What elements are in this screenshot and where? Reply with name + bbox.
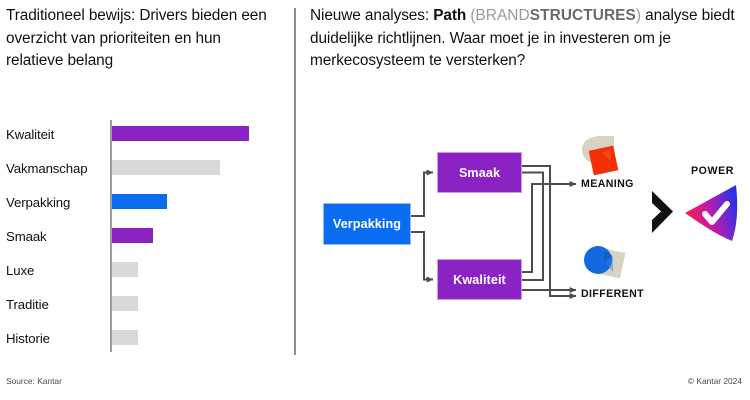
chart-axis-line [110, 120, 112, 352]
chart-row: Historie [0, 324, 290, 358]
right-panel-heading: Nieuwe analyses: Path (BRANDSTRUCTURES) … [310, 5, 746, 73]
meaning-label: MEANING [581, 178, 634, 190]
diagram-node-kwaliteit[interactable]: Kwaliteit [437, 259, 522, 300]
slide-footer: Source: Kantar © Kantar 2024 [0, 376, 750, 392]
chart-row: Kwaliteit [0, 120, 290, 154]
chart-category-label: Vakmanschap [6, 161, 88, 176]
source-text: Source: Kantar [6, 376, 62, 386]
power-check-icon [685, 185, 738, 241]
heading-run-tail: analyse biedt duidelijke richtlijnen. Wa… [310, 7, 735, 69]
chart-bar [112, 126, 249, 141]
diagram-node-verpakking[interactable]: Verpakking [323, 203, 411, 245]
heading-run-paren-close: ) [635, 7, 641, 24]
chart-bar [112, 194, 167, 209]
meaning-icon [582, 136, 619, 176]
chart-category-label: Smaak [6, 229, 47, 244]
chart-row: Vakmanschap [0, 154, 290, 188]
chevron-right-icon [652, 191, 673, 233]
heading-run-path: Path [433, 7, 467, 24]
chart-bar [112, 262, 139, 277]
chart-row: Luxe [0, 256, 290, 290]
heading-run-structures: STRUCTURES [529, 7, 636, 24]
chart-category-label: Historie [6, 331, 50, 346]
heading-run-paren-open: ( [466, 7, 476, 24]
diagram-node-smaak[interactable]: Smaak [437, 152, 522, 193]
chart-category-label: Traditie [6, 297, 49, 312]
chart-bar [112, 296, 139, 311]
chart-row: Smaak [0, 222, 290, 256]
power-label: POWER [691, 165, 735, 177]
chart-bar [112, 160, 221, 175]
different-icon [584, 246, 626, 279]
chart-category-label: Verpakking [6, 195, 71, 210]
copyright-text: © Kantar 2024 [687, 376, 742, 386]
chart-category-label: Luxe [6, 263, 35, 278]
chart-row: Traditie [0, 290, 290, 324]
chart-row: Verpakking [0, 188, 290, 222]
path-analysis-diagram: Verpakking Smaak Kwaliteit MEANING DIFFE… [300, 120, 750, 360]
panel-divider [294, 8, 296, 355]
chart-bar [112, 228, 154, 243]
different-label: DIFFERENT [581, 288, 645, 300]
diagram-connectors [411, 165, 577, 299]
chart-category-label: Kwaliteit [6, 127, 55, 142]
heading-run-intro: Nieuwe analyses: [310, 7, 434, 24]
chart-bar [112, 330, 139, 345]
heading-run-brand: BRAND [475, 7, 530, 24]
left-panel-heading: Traditioneel bewijs: Drivers bieden een … [6, 7, 267, 69]
